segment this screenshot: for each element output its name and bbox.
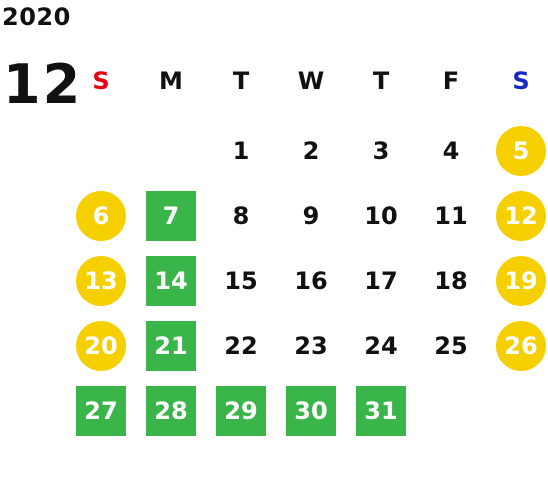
- day-cell-15[interactable]: 15: [224, 267, 258, 295]
- day-cell-29[interactable]: 29: [216, 386, 266, 436]
- day-cell-16[interactable]: 16: [294, 267, 328, 295]
- day-cell-20[interactable]: 20: [76, 321, 126, 371]
- calendar-year: 2020: [2, 3, 71, 31]
- day-cell-25[interactable]: 25: [434, 332, 468, 360]
- day-cell-13[interactable]: 13: [76, 256, 126, 306]
- weekday-label-2: T: [232, 67, 250, 95]
- calendar-month: 12: [3, 53, 83, 116]
- day-cell-21[interactable]: 21: [146, 321, 196, 371]
- day-cell-2[interactable]: 2: [302, 137, 320, 165]
- day-cell-10[interactable]: 10: [364, 202, 398, 230]
- day-cell-7[interactable]: 7: [146, 191, 196, 241]
- day-cell-18[interactable]: 18: [434, 267, 468, 295]
- weekday-label-5: F: [442, 67, 460, 95]
- day-cell-14[interactable]: 14: [146, 256, 196, 306]
- day-cell-5[interactable]: 5: [496, 126, 546, 176]
- day-cell-1[interactable]: 1: [232, 137, 250, 165]
- day-cell-24[interactable]: 24: [364, 332, 398, 360]
- day-cell-8[interactable]: 8: [232, 202, 250, 230]
- day-cell-17[interactable]: 17: [364, 267, 398, 295]
- day-cell-30[interactable]: 30: [286, 386, 336, 436]
- day-cell-3[interactable]: 3: [372, 137, 390, 165]
- day-cell-23[interactable]: 23: [294, 332, 328, 360]
- day-cell-12[interactable]: 12: [496, 191, 546, 241]
- day-cell-11[interactable]: 11: [434, 202, 468, 230]
- day-cell-28[interactable]: 28: [146, 386, 196, 436]
- weekday-label-3: W: [297, 67, 325, 95]
- weekday-label-4: T: [372, 67, 390, 95]
- day-cell-26[interactable]: 26: [496, 321, 546, 371]
- weekday-label-1: M: [159, 67, 183, 95]
- day-cell-4[interactable]: 4: [442, 137, 460, 165]
- day-cell-27[interactable]: 27: [76, 386, 126, 436]
- day-cell-31[interactable]: 31: [356, 386, 406, 436]
- day-cell-22[interactable]: 22: [224, 332, 258, 360]
- weekday-label-6: S: [512, 67, 530, 95]
- day-cell-19[interactable]: 19: [496, 256, 546, 306]
- weekday-label-0: S: [92, 67, 110, 95]
- day-cell-9[interactable]: 9: [302, 202, 320, 230]
- day-cell-6[interactable]: 6: [76, 191, 126, 241]
